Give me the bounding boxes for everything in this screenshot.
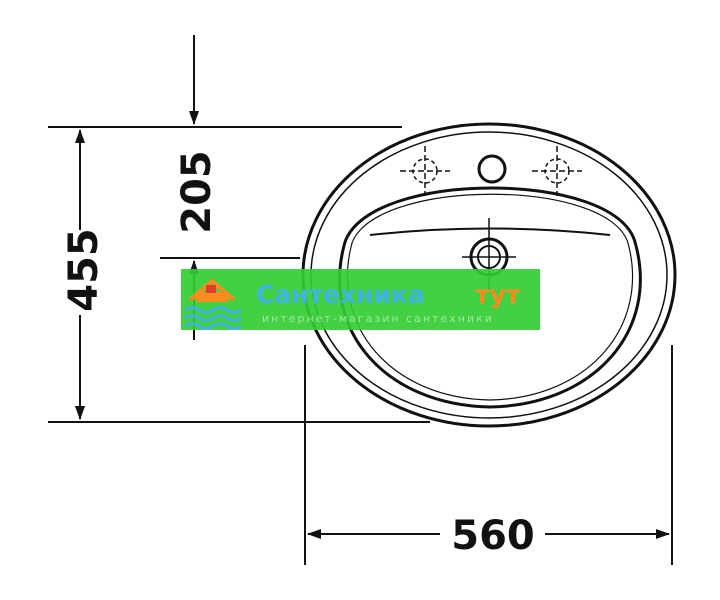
width-dimension-value: 560 xyxy=(451,513,535,559)
watermark-brand: Сантехника xyxy=(256,280,425,309)
overflow-slot xyxy=(369,227,611,236)
right-tap-hole-knockout xyxy=(532,146,582,196)
watermark-tagline: интернет-магазин сантехники xyxy=(262,312,494,325)
basin-bowl-inner-edge xyxy=(346,193,634,401)
extension-lines xyxy=(48,126,673,565)
offset-dimension-value: 205 xyxy=(174,150,220,234)
basin-bowl-edge xyxy=(338,186,642,409)
watermark-brand-accent: тут xyxy=(475,280,521,309)
center-tap-hole xyxy=(477,154,507,184)
depth-dimension-value: 455 xyxy=(61,228,107,312)
watermark-banner: Сантехника тут интернет-магазин сантехни… xyxy=(181,269,540,330)
left-tap-hole-knockout xyxy=(400,146,450,196)
house-waves-logo-icon xyxy=(184,278,242,330)
